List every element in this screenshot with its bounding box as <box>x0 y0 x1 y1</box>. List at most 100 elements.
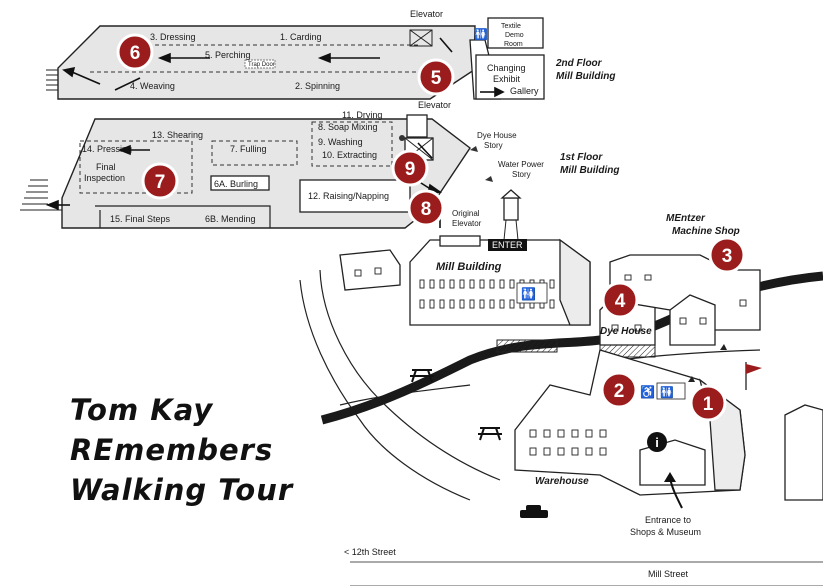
room-shearing: 13. Shearing <box>152 130 203 140</box>
tour-stop-marker[interactable]: 1 <box>689 384 727 422</box>
svg-text:6: 6 <box>130 43 141 64</box>
svg-text:4: 4 <box>615 291 626 312</box>
building-window <box>429 299 435 309</box>
mentzer-label-line2: Machine Shop <box>672 226 740 237</box>
room-fulling: 7. Fulling <box>230 144 267 154</box>
floor2-heading-line2: Mill Building <box>556 71 615 82</box>
building-window <box>599 447 607 456</box>
warehouse <box>514 349 746 496</box>
building-window <box>571 447 579 456</box>
trap-door <box>244 59 276 69</box>
tour-stop-marker[interactable]: 8 <box>407 189 445 227</box>
exhibit-line2: Exhibit <box>493 74 521 84</box>
building-window <box>509 279 515 289</box>
mill-building-label: Mill Building <box>436 261 502 273</box>
svg-text:3: 3 <box>722 246 733 267</box>
elevator-shaft-2f <box>409 29 433 47</box>
outbuilding <box>339 249 401 291</box>
audio-story-icon[interactable] <box>688 376 695 382</box>
textile-room-line2: Demo <box>505 32 524 39</box>
restroom-icon-mill: 🚻 <box>521 287 536 301</box>
svg-text:2: 2 <box>614 381 625 402</box>
building-window <box>549 279 555 289</box>
floor1-heading-line1: 1st Floor <box>560 152 603 163</box>
picnic-table-icon <box>478 427 502 441</box>
dye-house-story-line2: Story <box>484 141 503 150</box>
building-window <box>549 299 555 309</box>
drying-icon <box>399 135 405 141</box>
room-mending: 6B. Mending <box>205 214 256 224</box>
building-window <box>469 279 475 289</box>
tour-stop-marker[interactable]: 9 <box>391 149 429 187</box>
building-window <box>489 279 495 289</box>
original-elevator-line2: Elevator <box>452 219 482 228</box>
svg-text:i: i <box>655 435 659 450</box>
building-window <box>489 299 495 309</box>
tour-stop-marker[interactable]: 3 <box>708 236 746 274</box>
water-power-story-line1: Water Power <box>498 160 544 169</box>
trap-door-label: Trap Door <box>248 62 275 68</box>
room-final-steps: 15. Final Steps <box>110 214 171 224</box>
exhibit-line1: Changing <box>487 63 526 73</box>
first-floor-plan: 11. Drying 8. Soap Mixing 9. Washing 10.… <box>20 100 619 229</box>
tour-title-line3: Walking Tour <box>70 473 294 507</box>
machine-shop <box>609 254 761 346</box>
building-window <box>557 447 565 456</box>
final-inspection-line1: Final <box>96 162 116 172</box>
building-window <box>439 299 445 309</box>
room-perching: 5. Perching <box>205 50 251 60</box>
edge-building <box>784 404 823 501</box>
building-window <box>439 279 445 289</box>
tour-arrows-2f <box>62 37 505 98</box>
tour-title-line1: Tom Kay <box>70 393 214 427</box>
mill-bridge <box>496 339 558 353</box>
original-elevator-line1: Original <box>452 209 480 218</box>
room-raising-napping: 12. Raising/Napping <box>308 191 389 201</box>
building-window <box>469 299 475 309</box>
building-window <box>479 279 485 289</box>
building-window <box>459 299 465 309</box>
room-spinning: 2. Spinning <box>295 81 340 91</box>
twelfth-street-label: < 12th Street <box>344 547 396 557</box>
audio-story-icon[interactable] <box>720 344 727 350</box>
tour-stop-marker[interactable]: 6 <box>116 33 154 71</box>
info-icon[interactable]: i <box>647 432 667 452</box>
tour-stop-marker[interactable]: 4 <box>601 281 639 319</box>
building-window <box>419 279 425 289</box>
enter-sign: ENTER <box>488 239 527 251</box>
restroom-icon: 🚻 <box>660 386 674 399</box>
audio-story-icon[interactable] <box>470 146 478 152</box>
building-window <box>419 299 425 309</box>
building-window <box>543 429 551 438</box>
building-window <box>499 279 505 289</box>
room-weaving: 4. Weaving <box>130 81 175 91</box>
site-map: ♿ 🚻 🚻 i Mill Building Dye House MEntzer … <box>299 189 823 586</box>
audio-story-icon[interactable] <box>485 176 493 182</box>
final-inspection-line2: Inspection <box>84 173 125 183</box>
mentzer-label-line1: MEntzer <box>666 213 706 224</box>
second-floor-plan: 3. Dressing 1. Carding 5. Perching Trap … <box>46 9 615 100</box>
svg-text:1: 1 <box>703 394 714 415</box>
building-window <box>429 279 435 289</box>
room-pressing: 14. Pressing <box>82 144 132 154</box>
mill-street-label: Mill Street <box>648 569 689 579</box>
textile-room-line1: Textile <box>501 23 521 30</box>
textile-room-line3: Room <box>504 41 523 48</box>
floor2-heading-line1: 2nd Floor <box>555 58 603 69</box>
tour-stop-marker[interactable]: 5 <box>417 58 455 96</box>
dye-house-story-line1: Dye House <box>477 131 517 140</box>
svg-text:8: 8 <box>421 199 432 220</box>
svg-text:9: 9 <box>405 159 416 180</box>
building-window <box>543 447 551 456</box>
tour-stop-marker[interactable]: 7 <box>141 162 179 200</box>
tour-stop-marker[interactable]: 2 <box>600 371 638 409</box>
room-dressing: 3. Dressing <box>150 32 196 42</box>
picnic-table-icon <box>410 369 434 383</box>
building-window <box>585 447 593 456</box>
entrance-label-line2: Shops & Museum <box>630 527 701 537</box>
flag-icon <box>745 362 762 390</box>
dye-house-label: Dye House <box>600 326 652 337</box>
room-carding: 1. Carding <box>280 32 322 42</box>
building-window <box>571 429 579 438</box>
